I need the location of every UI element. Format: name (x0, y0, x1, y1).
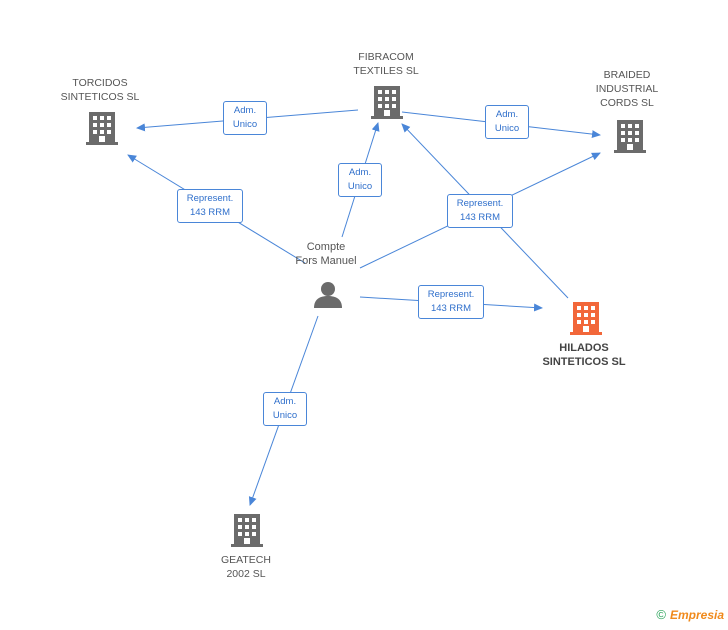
person-icon (314, 282, 342, 308)
edge-label-person-hilados: Represent. 143 RRM (418, 285, 484, 319)
node-label-fibracom[interactable]: FIBRACOM TEXTILES SL (353, 51, 419, 77)
edge-label-person-fibracom: Adm. Unico (338, 163, 382, 197)
node-label-hilados[interactable]: HILADOS SINTETICOS SL (542, 342, 626, 368)
building-icon (614, 120, 646, 153)
edge-label-person-braided: Represent. 143 RRM (447, 194, 513, 228)
footer-brand: © Empresia (656, 607, 724, 622)
building-icon (371, 86, 403, 119)
person-label[interactable]: Compte Fors Manuel (295, 241, 357, 267)
building-icon (86, 112, 118, 145)
edge-label-person-torcidos: Represent. 143 RRM (177, 189, 243, 223)
brand-logo[interactable]: Empresia (669, 607, 724, 622)
edge-label-fibracom-torcidos: Adm. Unico (223, 101, 267, 135)
building-icon (231, 514, 263, 547)
node-label-braided[interactable]: BRAIDED INDUSTRIAL CORDS SL (595, 69, 659, 109)
edge-label-fibracom-braided: Adm. Unico (485, 105, 529, 139)
node-label-torcidos[interactable]: TORCIDOS SINTETICOS SL (60, 77, 140, 103)
copyright-icon: © (656, 607, 666, 622)
node-label-geatech[interactable]: GEATECH 2002 SL (221, 554, 271, 580)
building-icon-main (570, 302, 602, 335)
edge-label-person-geatech: Adm. Unico (263, 392, 307, 426)
